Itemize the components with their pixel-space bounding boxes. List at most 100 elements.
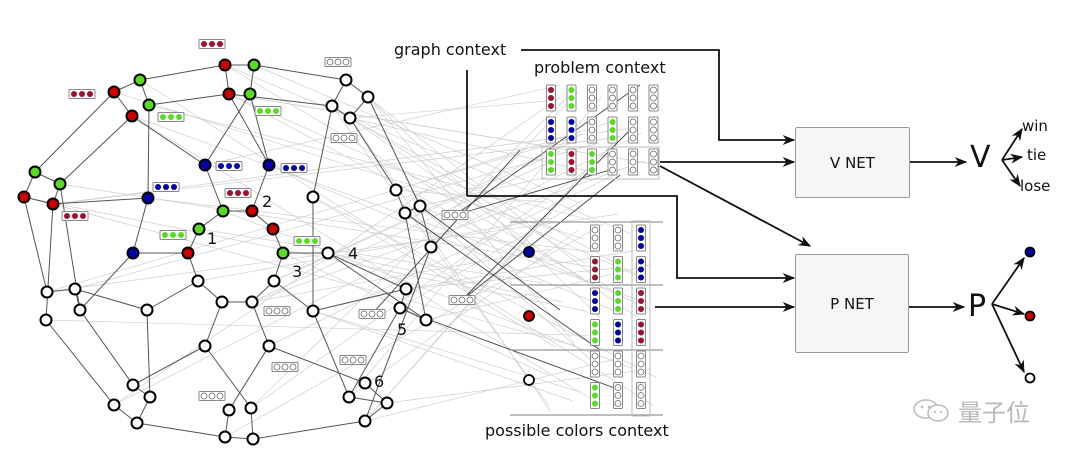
context-tag-green: [613, 287, 623, 315]
color-tag-empty: [263, 306, 291, 316]
color-tag-dot: [360, 310, 368, 318]
context-connection-line: [371, 149, 521, 315]
color-tag-dot: [283, 165, 289, 171]
context-tag-green: [590, 382, 600, 409]
graph-edge: [252, 420, 366, 440]
faint-connection-line: [331, 105, 586, 264]
faint-connection-line: [251, 158, 557, 303]
faint-connection-line: [386, 368, 652, 404]
graph-node-empty: [143, 390, 157, 404]
context-tag-dot: [615, 306, 621, 312]
context-tag-dot: [592, 400, 598, 407]
color-tag-dot: [160, 114, 166, 120]
graph-node-empty: [140, 303, 154, 317]
graph-node-empty: [267, 274, 281, 288]
graph-edge: [45, 203, 54, 321]
graph-node-empty: [130, 416, 144, 430]
graph-edge: [419, 205, 432, 248]
context-tag-dot: [592, 329, 598, 336]
context-tag-dot: [638, 329, 644, 336]
node-number-4: 4: [348, 244, 359, 263]
context-tag-empty: [636, 350, 646, 378]
color-tag-green: [159, 230, 187, 240]
graph-edge: [312, 288, 407, 312]
graph-edge: [251, 164, 270, 212]
graph-node-empty: [398, 206, 412, 220]
graph-node-green: [53, 177, 67, 191]
faint-connection-line: [253, 64, 579, 204]
context-tag-empty: [648, 116, 659, 144]
context-tag-dot: [650, 166, 657, 174]
graph-edge: [131, 115, 206, 166]
graph-node-empty: [246, 432, 260, 446]
color-tag-dot: [265, 307, 273, 315]
color-tag-dot: [178, 232, 184, 238]
color-tag-empty: [198, 391, 226, 401]
graph-edge: [348, 307, 401, 398]
context-tag-dot: [650, 118, 657, 126]
graph-edge: [132, 197, 149, 254]
faint-connection-line: [52, 128, 630, 205]
context-connection-line: [404, 212, 601, 351]
context-tag-dot: [629, 94, 637, 102]
color-tag-dot: [162, 232, 168, 238]
context-tag-dot: [650, 150, 657, 158]
color-tag-dot: [218, 163, 224, 169]
arrow-v-win: [1001, 127, 1023, 161]
p-output-symbol: P: [968, 289, 987, 324]
graph-node-empty: [358, 414, 372, 428]
graph-node-empty: [321, 246, 335, 260]
color-tag-dot: [326, 58, 334, 66]
context-tag-dot: [568, 95, 575, 101]
color-tag-dot: [273, 307, 281, 315]
color-tag-dot: [87, 91, 93, 97]
context-tag-dot: [650, 134, 657, 142]
possible-color-blue: [523, 246, 535, 258]
faint-connection-line: [349, 100, 551, 119]
graph-node-red: [125, 109, 139, 123]
context-tag-red: [546, 84, 556, 112]
context-blocks: [510, 84, 663, 417]
graph-edge: [146, 280, 199, 311]
context-tag-red: [590, 256, 600, 283]
faint-connection-line: [364, 358, 617, 422]
graph-edge: [45, 319, 115, 406]
context-tag-dot: [614, 226, 622, 234]
color-tag-empty: [441, 210, 469, 220]
graph-node-empty: [393, 301, 407, 315]
context-tag-blue: [566, 116, 577, 144]
color-tag-dot: [170, 232, 176, 238]
faint-connection-line: [405, 267, 617, 290]
p-output-red: [1024, 310, 1036, 322]
graph-node-empty: [244, 401, 258, 415]
faint-connection-line: [312, 310, 581, 393]
graph-node-empty: [399, 282, 413, 296]
graph-node-red: [245, 204, 259, 218]
arrow-graph-to-vnet: [521, 49, 796, 146]
node-number-1: 1: [207, 229, 218, 248]
context-tag-dot: [638, 306, 644, 312]
graph-node-empty: [40, 285, 54, 299]
color-tag-dot: [171, 184, 177, 190]
context-tag-dot: [614, 400, 622, 407]
context-tag-blue: [636, 224, 646, 252]
context-tag-dot: [629, 158, 637, 166]
faint-connection-line: [327, 252, 563, 303]
context-tag-dot: [629, 126, 637, 134]
color-tag-red: [68, 89, 96, 99]
graph-edge: [132, 345, 206, 386]
context-tag-dot: [592, 298, 598, 304]
graph-edge: [204, 93, 251, 166]
context-tag-empty: [587, 84, 597, 112]
context-connection-line: [461, 129, 631, 301]
faint-connection-line: [113, 91, 585, 240]
context-tag-dot: [614, 360, 622, 368]
color-tag-dot: [451, 211, 459, 219]
graph-edge: [74, 288, 148, 311]
context-tag-dot: [614, 352, 622, 360]
color-tag-dot: [235, 190, 241, 196]
color-tag-dot: [348, 134, 356, 142]
color-tag-dot: [163, 184, 169, 190]
context-tag-green: [546, 148, 556, 176]
